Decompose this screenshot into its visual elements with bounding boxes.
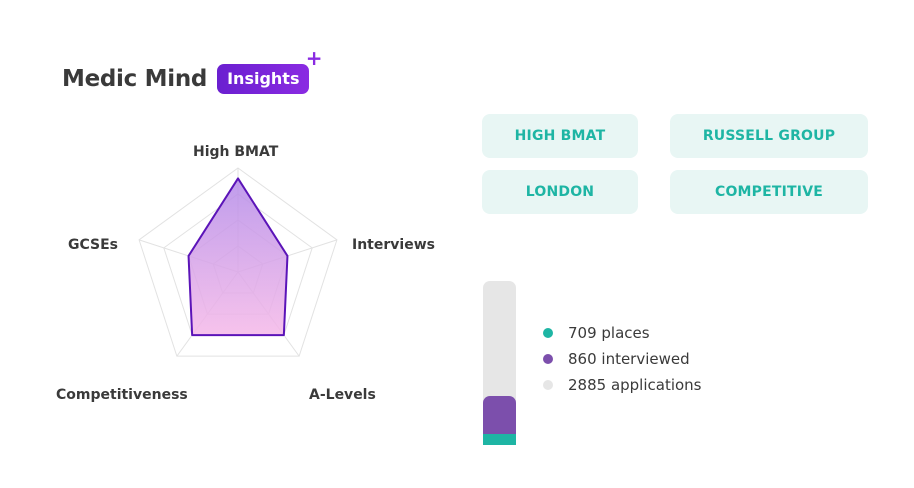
legend-label-interviewed: 860 interviewed (568, 350, 690, 368)
tag-competitive: COMPETITIVE (670, 170, 868, 214)
legend-label-places: 709 places (568, 324, 650, 342)
legend-item-interviewed: 860 interviewed (543, 346, 702, 372)
plus-icon: + (305, 46, 323, 70)
tag-london: LONDON (482, 170, 638, 214)
applications-bar (483, 281, 516, 445)
teal-dot-icon (543, 328, 553, 338)
grey-dot-icon (543, 380, 553, 390)
radar-axis-label-gcses: GCSEs (68, 237, 119, 253)
radar-chart: High BMAT Interviews A-Levels Competitiv… (40, 130, 450, 430)
stats-legend: 709 places 860 interviewed 2885 applicat… (543, 320, 702, 398)
radar-grid-ring-4 (138, 167, 338, 357)
brand-logo: Medic Mind Insights + (62, 48, 322, 96)
insights-badge: Insights + (217, 48, 322, 94)
legend-item-places: 709 places (543, 320, 702, 346)
legend-label-applications: 2885 applications (568, 376, 702, 394)
radar-axis-label-interviews: Interviews (352, 237, 435, 253)
radar-svg (138, 167, 338, 357)
brand-name: Medic Mind (62, 66, 208, 92)
tag-high-bmat: HIGH BMAT (482, 114, 638, 158)
legend-item-applications: 2885 applications (543, 372, 702, 398)
radar-data-shape (187, 177, 289, 337)
insights-badge-label: Insights (227, 69, 300, 88)
radar-axis-label-competitiveness: Competitiveness (56, 387, 188, 403)
tag-russell-group: RUSSELL GROUP (670, 114, 868, 158)
places-bar-segment (483, 434, 516, 445)
purple-dot-icon (543, 354, 553, 364)
radar-axis-label-high-bmat: High BMAT (193, 144, 279, 160)
radar-axis-label-a-levels: A-Levels (309, 387, 376, 403)
tag-grid: HIGH BMAT RUSSELL GROUP LONDON COMPETITI… (482, 114, 870, 214)
